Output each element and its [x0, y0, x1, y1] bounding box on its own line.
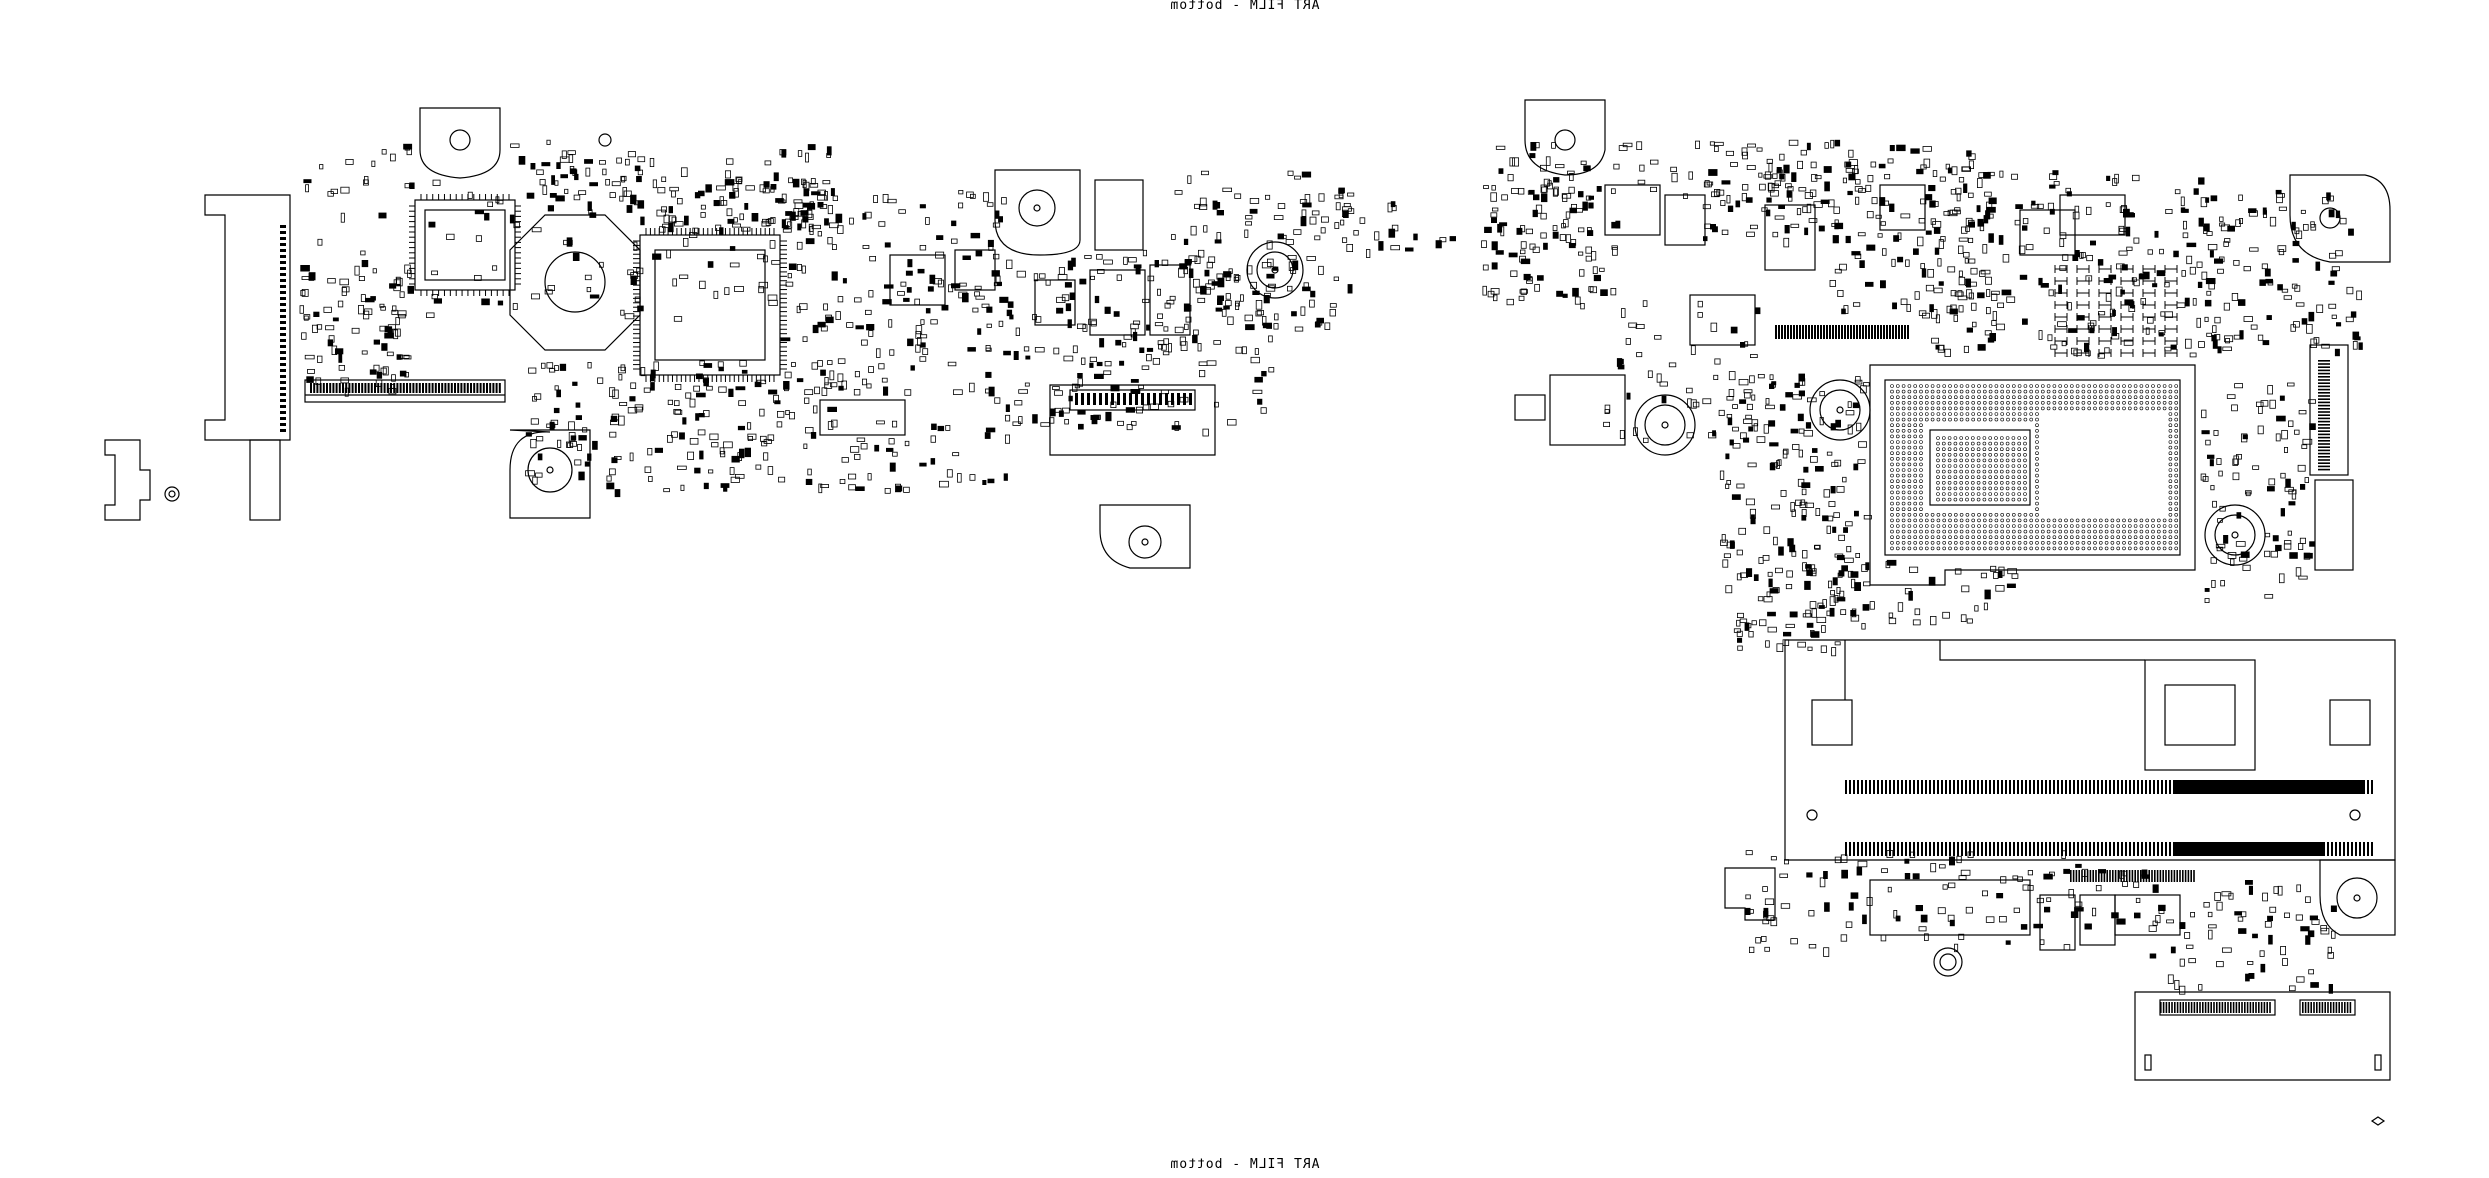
component-footprints [280, 139, 2373, 1013]
mount-boss-lower [1099, 504, 1191, 569]
standoff-left-1 [1246, 241, 1304, 299]
right-board [1514, 99, 2396, 1126]
left-board [104, 107, 1304, 569]
standoff-right-3 [2204, 504, 2266, 566]
usb-port-left [104, 439, 151, 521]
qfp-chip-1 [414, 199, 516, 291]
edge-connector-bottom [2134, 991, 2391, 1081]
bottom-connector [1049, 384, 1216, 456]
inductor-r1 [1604, 184, 1661, 236]
mount-boss-right-tl [1524, 99, 1606, 176]
edge-connector-left [204, 194, 291, 441]
battery-holder [509, 214, 641, 351]
mount-boss-top [419, 107, 501, 179]
mount-boss-right-tr [2289, 174, 2391, 263]
qfp-chip-2 [639, 234, 781, 376]
ribbon-connector [304, 379, 506, 403]
via-hole-left [164, 486, 180, 502]
lower-connector-1 [1869, 879, 2031, 936]
inductor-c [1149, 264, 1191, 336]
via-hole-right [1933, 947, 1963, 977]
sodimm-slot [1784, 639, 2396, 861]
card-socket [819, 399, 906, 436]
socket-right-left [1549, 374, 1626, 446]
fiducial-mark [2370, 1116, 2386, 1126]
mount-boss-mid [994, 169, 1081, 256]
inductor-a [1094, 179, 1144, 251]
mount-boss-right-br [2319, 859, 2396, 936]
standoff-right-1 [1634, 394, 1696, 456]
chip-right-top [1879, 184, 1926, 231]
mount-boss-bottom [509, 429, 591, 519]
audio-jack [1724, 867, 1776, 921]
